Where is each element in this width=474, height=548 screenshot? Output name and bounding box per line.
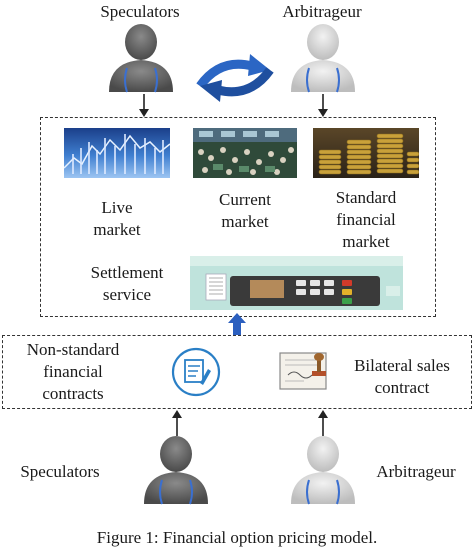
settlement-label-line2: service	[102, 285, 152, 304]
non-standard-label-line3: contracts	[42, 384, 104, 403]
speculator-person-icon	[103, 22, 179, 94]
bilateral-label-line2: contract	[374, 378, 430, 397]
current-market-label-line1: Current	[219, 190, 271, 209]
standard-market-image	[313, 128, 419, 178]
live-market-label-line2: market	[93, 220, 141, 239]
up-arrow-icon	[228, 313, 246, 335]
bottom-speculator-person-icon	[138, 434, 214, 506]
top-speculators-label: Speculators	[100, 2, 180, 21]
live-market-label-line1: Live	[101, 198, 133, 217]
bilateral-contract-stamp-icon	[278, 349, 334, 395]
standard-market-label-line1: Standard	[335, 188, 397, 207]
current-market-label-line2: market	[221, 212, 269, 231]
current-market-image	[193, 128, 297, 178]
live-market-image	[64, 128, 170, 178]
figure-caption: Figure 1: Financial option pricing model…	[96, 528, 378, 547]
contract-document-icon	[170, 347, 222, 397]
exchange-arrows-icon	[190, 52, 280, 102]
arrow-arbitrageur-down	[318, 94, 328, 118]
non-standard-label-line1: Non-standard	[26, 340, 120, 359]
contracts-box	[2, 335, 472, 409]
settlement-terminal-image	[190, 256, 403, 310]
arrow-bottom-arbitrageur-up	[318, 410, 328, 436]
non-standard-label-line2: financial	[43, 362, 103, 381]
standard-market-label-line3: market	[342, 232, 390, 251]
bilateral-label-line1: Bilateral sales	[354, 356, 450, 375]
bottom-arbitrageur-label: Arbitrageur	[376, 462, 456, 481]
arrow-bottom-speculators-up	[172, 410, 182, 436]
settlement-label-line1: Settlement	[90, 263, 164, 282]
arrow-speculators-down	[139, 94, 149, 118]
bottom-speculators-label: Speculators	[20, 462, 100, 481]
standard-market-label-line2: financial	[336, 210, 396, 229]
arbitrageur-person-icon	[285, 22, 361, 94]
top-arbitrageur-label: Arbitrageur	[282, 2, 362, 21]
bottom-arbitrageur-person-icon	[285, 434, 361, 506]
